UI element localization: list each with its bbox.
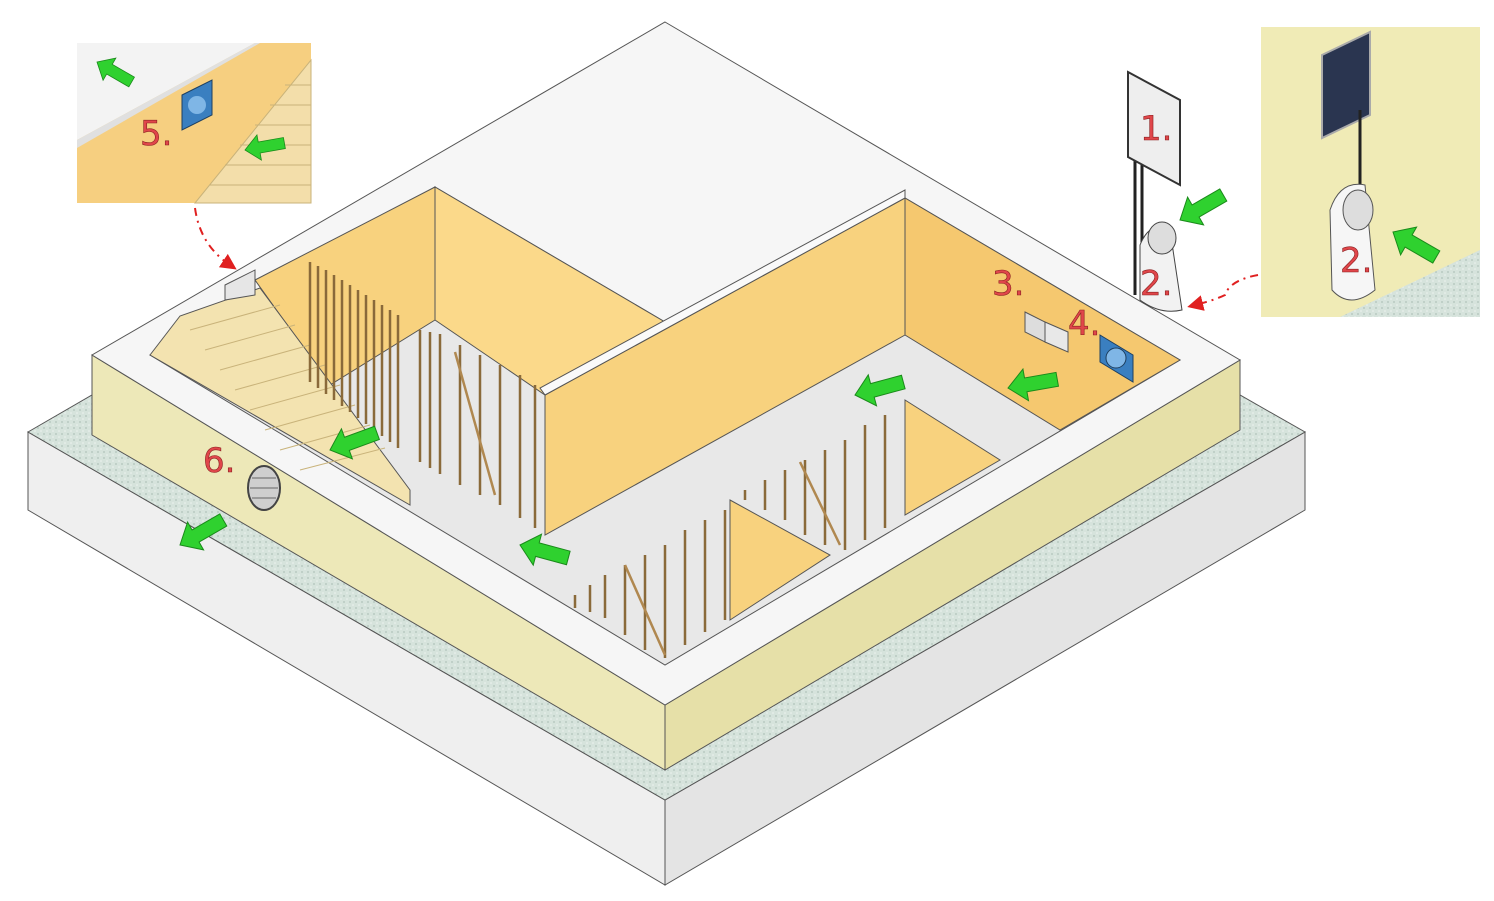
inset-stair-fan: 5. — [77, 43, 312, 204]
controller-boxes — [1024, 311, 1069, 353]
label-1: 1. — [1140, 109, 1172, 149]
fences — [308, 262, 887, 658]
inset-solar-vent: 2. — [1261, 27, 1480, 317]
label-5: 5. — [140, 114, 172, 154]
building — [91, 21, 1241, 771]
exhaust-vent — [247, 465, 281, 511]
leader-line-2 — [1187, 274, 1259, 311]
intake-vent-unit: 2. — [1139, 221, 1183, 312]
solar-panel-sign: 1. — [1127, 70, 1181, 295]
label-6: 6. — [203, 441, 235, 481]
label-2-inset: 2. — [1340, 241, 1372, 281]
label-2: 2. — [1140, 264, 1172, 304]
leader-line-5 — [194, 207, 237, 270]
fan-icon — [1099, 334, 1134, 383]
label-4: 4. — [1068, 304, 1100, 344]
label-3: 3. — [992, 264, 1024, 304]
